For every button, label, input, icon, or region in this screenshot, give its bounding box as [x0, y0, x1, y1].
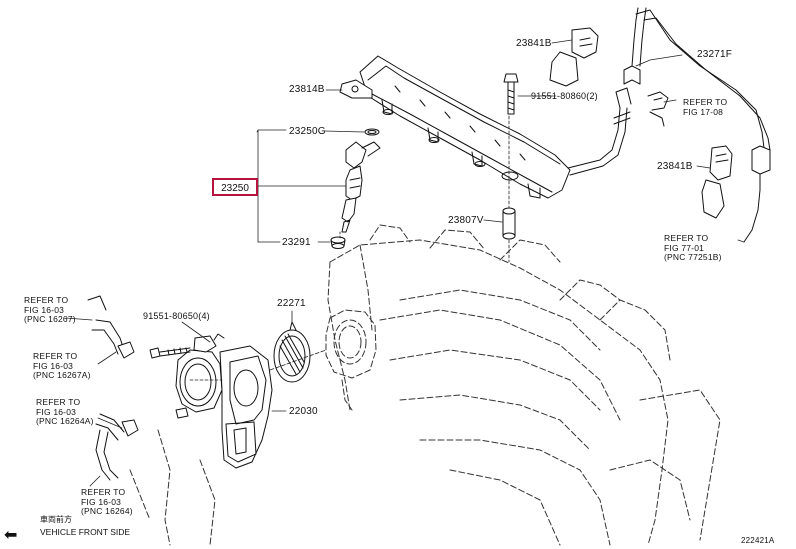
reference-line: REFER TO: [36, 397, 81, 407]
label-23841B-top: 23841B: [516, 38, 552, 49]
label-91551-80650: 91551-80650(4): [143, 311, 210, 321]
reference-line: FIG 77-01: [664, 242, 705, 253]
reference-fig77-01[interactable]: REFER TO FIG 77-01 (PNC 77251B): [664, 233, 722, 263]
highlighted-part-box[interactable]: 23250: [212, 178, 258, 196]
label-23250G: 23250G: [289, 126, 326, 137]
leader-lines: [66, 40, 744, 486]
reference-line: (PNC 77251B): [664, 252, 722, 262]
arrow-left-icon: ⬅: [4, 525, 18, 544]
reference-line: FIG 16-03: [33, 360, 74, 371]
reference-line: (PNC 16264): [81, 506, 133, 516]
gasket-22271: [274, 322, 310, 382]
reference-line: REFER TO: [24, 295, 69, 305]
reference-line: REFER TO: [683, 97, 728, 107]
coolant-hoses: [88, 296, 138, 480]
label-22030: 22030: [289, 406, 318, 417]
retainer-clip-top: [550, 28, 598, 86]
label-22271: 22271: [277, 298, 306, 309]
reference-line: (PNC 16267A): [33, 370, 91, 380]
label-23807V: 23807V: [448, 215, 484, 226]
reference-line: REFER TO: [664, 233, 709, 243]
reference-line: FIG 16-03: [24, 304, 65, 315]
reference-line: FIG 16-03: [36, 406, 77, 417]
label-23841B-mid: 23841B: [657, 161, 693, 172]
label-23271F: 23271F: [697, 49, 733, 60]
clip-fig17: [648, 92, 668, 126]
reference-line: (PNC 16267): [24, 314, 76, 324]
reference-line: REFER TO: [81, 487, 126, 497]
fuel-delivery-pipe: [340, 56, 570, 198]
bolt-91551-80650: [150, 348, 190, 358]
fuel-line: [568, 8, 770, 242]
label-23250: 23250: [221, 183, 249, 194]
reference-fig17-08[interactable]: REFER TO FIG 17-08: [683, 97, 728, 117]
reference-pnc-16264[interactable]: REFER TO FIG 16-03 (PNC 16264): [81, 487, 133, 517]
throttle-body: [176, 334, 272, 468]
reference-pnc-16267a[interactable]: REFER TO FIG 16-03 (PNC 16267A): [33, 351, 91, 381]
retainer-clip-mid: [702, 146, 732, 218]
vehicle-front-english: VEHICLE FRONT SIDE: [40, 527, 131, 537]
reference-pnc-16267[interactable]: REFER TO FIG 16-03 (PNC 16267): [24, 295, 76, 325]
reference-line: FIG 17-08: [683, 106, 724, 117]
fuel-injector: [342, 142, 380, 232]
vehicle-front-japanese: 車両前方: [40, 515, 72, 524]
label-23814B: 23814B: [289, 84, 325, 95]
reference-pnc-16264a[interactable]: REFER TO FIG 16-03 (PNC 16264A): [36, 397, 94, 427]
diagram-code: 222421A: [741, 536, 775, 545]
bolt-91551-80860: [504, 74, 518, 114]
reference-line: REFER TO: [33, 351, 78, 361]
reference-line: FIG 16-03: [81, 496, 122, 507]
reference-line: (PNC 16264A): [36, 416, 94, 426]
spacer-23807V: [503, 208, 515, 239]
label-23291: 23291: [282, 237, 311, 248]
label-91551-80860: 91551-80860(2): [531, 91, 598, 101]
insulator-23291: [331, 237, 345, 249]
o-ring-23250G: [365, 129, 379, 135]
engine-block-outline: [130, 225, 720, 545]
